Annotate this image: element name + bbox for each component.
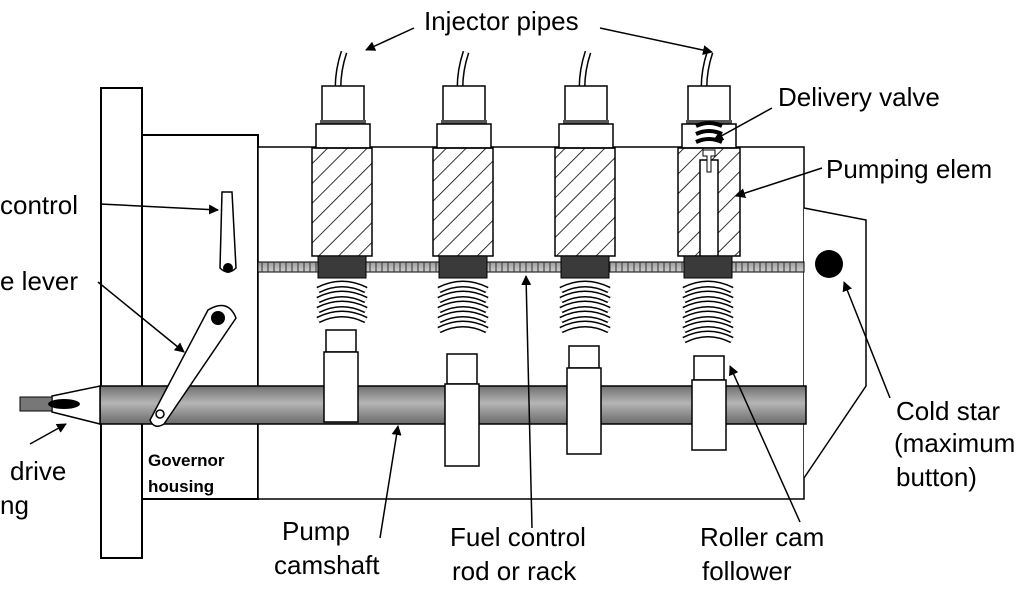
label-pumping-element: Pumping elem [826,154,992,184]
label-governor-line1: Governor [148,451,225,470]
end-plate [100,87,143,559]
label-drive: drive [10,456,66,486]
throttle-lever-hole [155,409,165,419]
governor-housing [141,134,259,500]
label-cold-start-line3: button) [896,462,977,492]
pumping-unit-4 [677,50,741,451]
label-lever: e lever [0,266,78,296]
label-roller-cam-line1: Roller cam [700,522,824,552]
label-cold-start-line2: (maximum [894,428,1015,458]
label-delivery-valve: Delivery valve [778,82,940,112]
label-fuel-control-line1: Fuel control [450,522,586,552]
label-ng: ng [0,490,29,520]
label-injector-pipes: Injector pipes [424,6,579,36]
cold-start-housing [803,207,867,479]
label-fuel-control-line2: rod or rack [452,556,577,586]
control-lever-pivot [223,263,233,273]
pumping-unit-3 [554,50,616,455]
throttle-lever [149,304,237,427]
label-pump-camshaft-line1: Pump [282,516,350,546]
pumping-unit-2 [432,50,494,467]
drive-coupling [19,385,101,425]
label-control: control [0,190,78,220]
pumping-unit-1 [311,50,373,423]
label-pump-camshaft-line2: camshaft [274,550,380,580]
cold-start-button[interactable] [815,250,843,278]
fuel-control-rack [257,261,805,273]
label-governor-line2: housing [148,477,214,496]
label-roller-cam-line2: follower [702,556,792,586]
leader-lines [29,27,891,539]
label-cold-start-line1: Cold star [896,396,1000,426]
throttle-lever-pivot [211,311,225,325]
